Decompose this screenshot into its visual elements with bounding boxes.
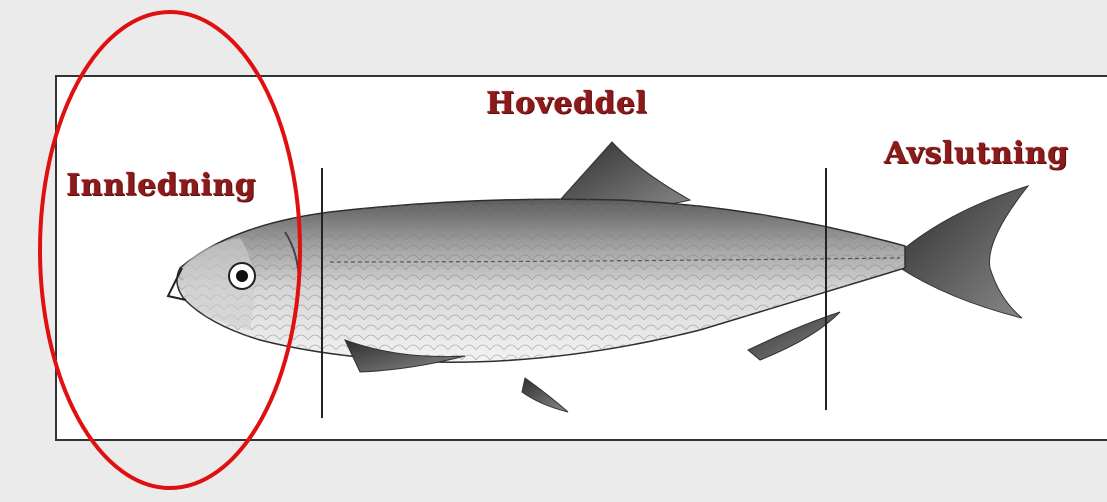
section-label-intro: Innledning bbox=[66, 168, 256, 203]
pelvic-fin bbox=[522, 378, 568, 412]
fish-icon bbox=[168, 142, 1028, 412]
section-label-body: Hoveddel bbox=[486, 86, 647, 121]
tail-fin bbox=[900, 186, 1028, 318]
section-label-end: Avslutning bbox=[884, 136, 1068, 171]
